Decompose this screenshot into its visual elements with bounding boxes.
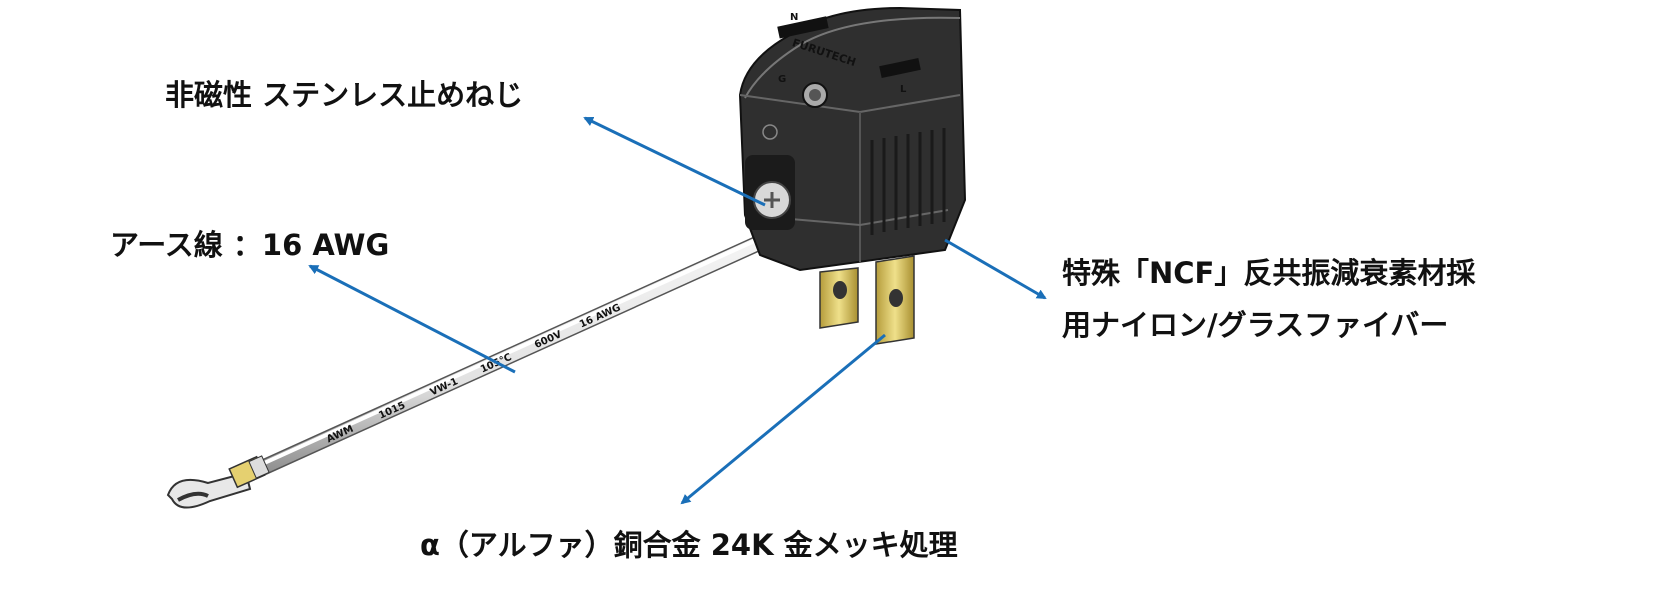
spade-terminal [166,455,270,509]
arrow-screw [583,116,766,207]
label-prongs: α（アルファ）銅合金 24K 金メッキ処理 [420,528,958,562]
label-ground-wire: アース線 ：16 AWG [110,228,390,262]
label-material-line1: 特殊「NCF」反共振減衰素材採 [1062,256,1476,290]
plug-prongs [819,255,915,345]
arrow-ground-wire [308,264,516,374]
label-screw: 非磁性 ステンレス止めねじ [165,78,524,112]
ground-marking: G [778,74,786,85]
plug-body: FURUTECH N L G [738,6,967,272]
label-material-line2: 用ナイロン/グラスファイバー [1062,308,1449,342]
neutral-marking: N [790,12,798,23]
arrow-material [944,238,1047,300]
line-marking: L [900,84,907,95]
arrow-prongs [680,333,886,505]
